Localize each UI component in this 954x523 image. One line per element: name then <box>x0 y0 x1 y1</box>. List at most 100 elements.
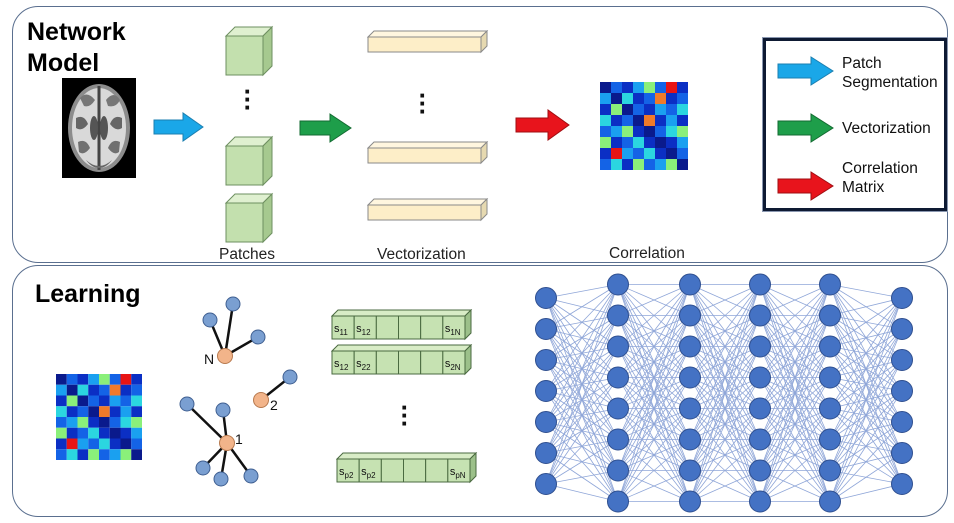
network-edge <box>689 284 761 440</box>
heatmap-cell <box>77 374 89 385</box>
network-edge <box>617 315 691 502</box>
heatmap-cell <box>88 449 99 460</box>
vector-top-face <box>331 344 473 352</box>
network-neuron <box>607 428 629 451</box>
network-neuron <box>535 349 557 371</box>
heatmap-cell <box>600 137 611 148</box>
network-neuron <box>749 273 771 296</box>
network-neuron <box>749 304 771 327</box>
heatmap-cell <box>633 148 644 159</box>
heatmap-cell <box>655 137 666 148</box>
heatmap-cell <box>611 104 622 115</box>
heatmap-cell <box>77 417 89 428</box>
correlation-matrix-heatmap <box>600 82 688 170</box>
heatmap-cell <box>77 427 89 439</box>
patch-segmentation-arrow <box>153 112 204 142</box>
network-edge <box>829 297 903 502</box>
vector-cell <box>442 315 466 340</box>
vector-cell-label: spN <box>450 466 466 480</box>
network-edge <box>689 377 761 502</box>
network-edge <box>617 284 691 347</box>
network-neuron <box>679 428 701 451</box>
network-edge <box>759 284 831 471</box>
network-edge <box>545 284 619 454</box>
network-edge <box>545 284 619 485</box>
network-neuron <box>819 304 841 327</box>
learning-panel <box>12 265 948 517</box>
heatmap-cell <box>633 104 644 115</box>
heatmap-cell <box>88 417 99 428</box>
heatmap-cell <box>131 438 142 450</box>
network-edge <box>829 390 903 502</box>
network-edge <box>617 346 691 502</box>
heatmap-cell <box>677 137 688 148</box>
heatmap-cell <box>600 93 611 104</box>
network-neuron <box>679 490 701 513</box>
network-neuron <box>607 490 629 513</box>
vector-cell <box>447 458 471 483</box>
heatmap-cell <box>77 406 89 417</box>
heatmap-cell <box>77 384 89 396</box>
heatmap-cell <box>644 137 655 148</box>
heatmap-cell <box>99 427 110 439</box>
network-model-panel <box>12 6 948 263</box>
vector-bar <box>367 141 489 165</box>
heatmap-cell <box>600 126 611 137</box>
network-edge <box>545 284 619 361</box>
heatmap-cell <box>66 427 78 439</box>
vector-cell-label: s1N <box>445 323 461 337</box>
network-neuron <box>679 273 701 296</box>
heatmap-cell <box>677 126 688 137</box>
network-neuron <box>607 366 629 389</box>
network-neuron <box>749 366 771 389</box>
heatmap-cell <box>99 449 110 460</box>
heatmap-cell <box>611 82 622 93</box>
network-neuron <box>749 397 771 420</box>
vector-cell <box>442 350 466 375</box>
network-edge <box>689 284 761 378</box>
heatmap-cell <box>633 126 644 137</box>
heatmap-cell <box>666 115 677 126</box>
network-neuron <box>535 380 557 402</box>
brain-graph: N 2 1 <box>179 296 298 487</box>
heatmap-cell <box>88 384 99 396</box>
heatmap-cell <box>109 438 121 450</box>
network-model-title: Network Model <box>27 17 126 79</box>
network-edge <box>759 470 831 502</box>
network-neuron <box>679 397 701 420</box>
heatmap-cell <box>655 115 666 126</box>
vectors-ellipsis: ··· <box>418 80 428 126</box>
network-neuron <box>607 397 629 420</box>
heatmap-cell <box>600 148 611 159</box>
network-neuron <box>819 273 841 296</box>
correlation-caption: Correlation <box>609 245 685 262</box>
network-neuron <box>679 304 701 327</box>
heatmap-cell <box>622 148 633 159</box>
network-edge <box>829 284 903 299</box>
network-neuron <box>749 428 771 451</box>
heatmap-cell <box>655 93 666 104</box>
heatmap-cell <box>633 93 644 104</box>
vectorization-arrow <box>299 113 352 143</box>
vector-cell <box>420 315 444 340</box>
heatmap-cell <box>131 374 142 385</box>
heatmap-cell <box>56 427 67 439</box>
heatmap-cell <box>633 82 644 93</box>
heatmap-cell <box>600 104 611 115</box>
network-neuron <box>607 335 629 358</box>
heatmap-cell <box>600 159 611 170</box>
heatmap-cell <box>666 148 677 159</box>
heatmap-cell <box>611 93 622 104</box>
heatmap-cell <box>120 384 132 396</box>
network-neuron <box>679 366 701 389</box>
heatmap-cell <box>622 104 633 115</box>
network-edge <box>545 284 619 299</box>
heatmap-cell <box>655 82 666 93</box>
heatmap-cell <box>131 449 142 460</box>
network-edge <box>829 452 903 502</box>
heatmap-cell <box>644 115 655 126</box>
network-edge <box>617 284 691 471</box>
network-edge <box>545 284 619 330</box>
network-edge <box>617 377 691 502</box>
